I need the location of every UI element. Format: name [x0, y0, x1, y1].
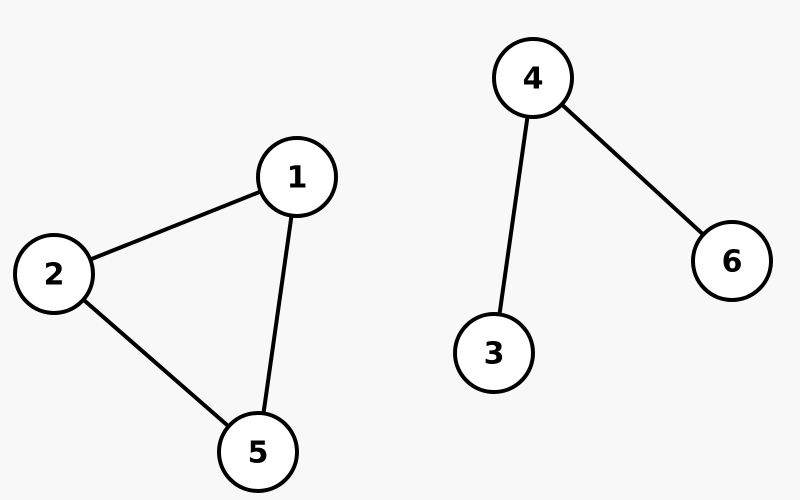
graph-edge-4-3	[492, 77, 535, 354]
graph-node-circle-6	[691, 220, 773, 302]
graph-node-label-1: 1	[287, 161, 308, 196]
graph-edge-1-5	[256, 176, 299, 453]
graph-node-6: 6	[691, 220, 773, 302]
graph-node-3: 3	[453, 312, 535, 394]
graph-node-circle-4	[492, 37, 574, 119]
graph-node-label-2: 2	[44, 258, 65, 293]
graph-node-circle-2	[13, 233, 95, 315]
graph-edge-2-5	[52, 272, 260, 454]
graph-node-label-6: 6	[722, 245, 743, 280]
graph-node-label-4: 4	[523, 62, 544, 97]
graph-node-2: 2	[13, 233, 95, 315]
graph-edge-4-6	[531, 76, 734, 263]
graph-node-4: 4	[492, 37, 574, 119]
graph-node-5: 5	[217, 411, 299, 493]
graph-node-label-3: 3	[484, 337, 505, 372]
graph-node-1: 1	[256, 136, 338, 218]
graph-node-circle-5	[217, 411, 299, 493]
graph-node-label-5: 5	[248, 436, 269, 471]
graph-node-circle-1	[256, 136, 338, 218]
graph-edge-1-2	[53, 175, 298, 276]
graph-node-circle-3	[453, 312, 535, 394]
